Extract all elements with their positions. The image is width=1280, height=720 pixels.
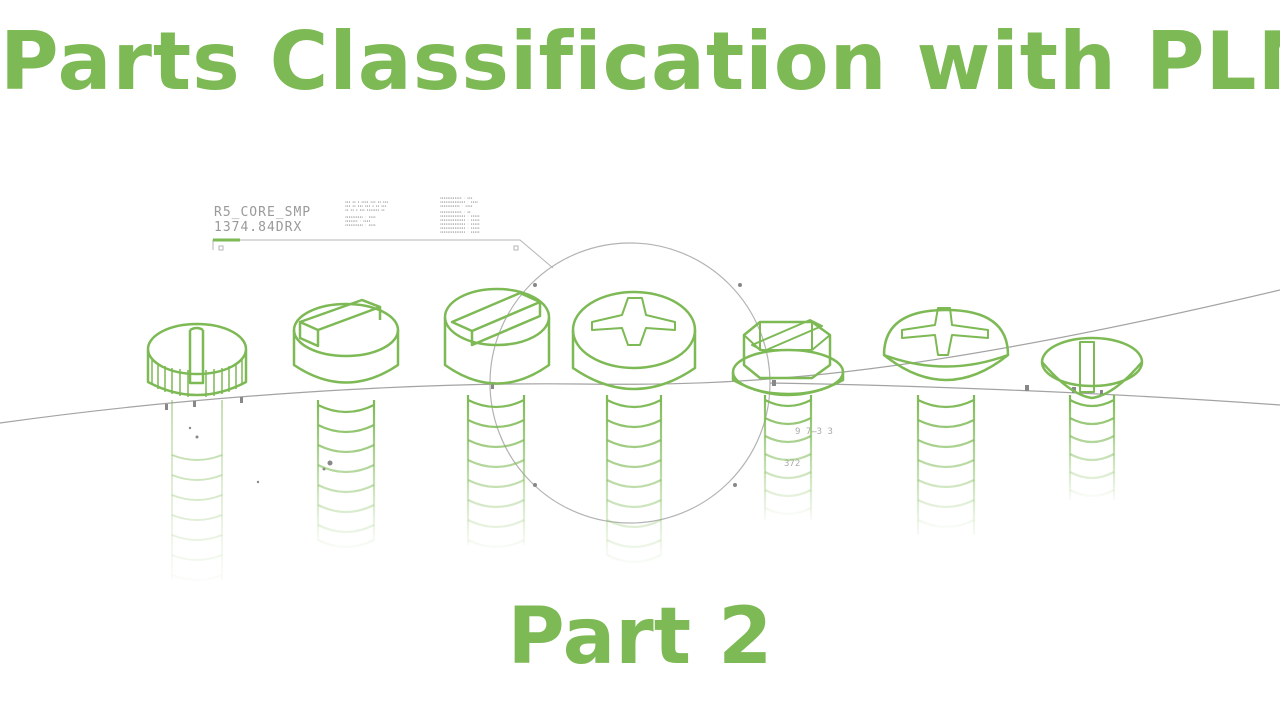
svg-text:▮▮▮ ▮▮ ▮▮▮ ▮▮▮ ▮ ▮▮ ▮▮▮: ▮▮▮ ▮▮ ▮▮▮ ▮▮▮ ▮ ▮▮ ▮▮▮ (345, 204, 387, 208)
svg-text:▮▮▮▮▮▮▮▮▮▮▮▮▮▮ : ▮▮▮▮: ▮▮▮▮▮▮▮▮▮▮▮▮▮▮ : ▮▮▮▮ (440, 200, 478, 204)
svg-text:▮▮▮▮▮▮▮▮▮▮▮▮▮▮ : ▮▮▮▮▮: ▮▮▮▮▮▮▮▮▮▮▮▮▮▮ : ▮▮▮▮▮ (440, 230, 480, 234)
slotted-countersunk-screw-icon (1040, 336, 1144, 500)
hud-code-line-1: R5_CORE_SMP (214, 205, 312, 220)
svg-text:▮▮▮▮▮▮▮▮▮▮▮▮▮▮ : ▮▮▮▮▮: ▮▮▮▮▮▮▮▮▮▮▮▮▮▮ : ▮▮▮▮▮ (440, 222, 480, 226)
svg-text:▮▮▮▮▮▮▮▮▮▮▮▮ : ▮▮: ▮▮▮▮▮▮▮▮▮▮▮▮ : ▮▮ (440, 210, 471, 214)
hud-callout (212, 238, 554, 269)
phillips-pan-screw-icon (571, 290, 697, 564)
focus-circle (489, 242, 771, 524)
svg-text:▮▮ ▮▮ ▮ ▮▮▮ ▮▮▮▮▮▮▮ ▮▮: ▮▮ ▮▮ ▮ ▮▮▮ ▮▮▮▮▮▮▮ ▮▮ (345, 208, 385, 212)
svg-text:▮▮▮▮▮▮▮ : ▮▮▮▮: ▮▮▮▮▮▮▮ : ▮▮▮▮ (345, 219, 370, 223)
svg-text:▮▮▮▮▮▮▮▮▮▮ : ▮▮▮▮: ▮▮▮▮▮▮▮▮▮▮ : ▮▮▮▮ (345, 215, 376, 219)
slotted-pan-screw-icon (292, 298, 400, 549)
hud-data-block: ▮▮▮ ▮▮ ▮ ▮▮▮▮ ▮▮▮ ▮▮ ▮▮▮ ▮▮▮ ▮▮ ▮▮▮ ▮▮▮ … (345, 196, 480, 234)
part-number-label: Part 2 (507, 592, 773, 682)
svg-text:▮▮▮▮▮▮▮▮▮▮▮ : ▮▮▮▮: ▮▮▮▮▮▮▮▮▮▮▮ : ▮▮▮▮ (440, 204, 473, 208)
knurled-slotted-screw-icon (146, 322, 248, 581)
readout-a: 9 7̶3 3 (795, 427, 833, 437)
slotted-hex-washer-screw-icon (731, 319, 845, 520)
svg-text:▮▮▮▮▮▮▮▮▮▮ : ▮▮▮▮: ▮▮▮▮▮▮▮▮▮▮ : ▮▮▮▮ (345, 223, 376, 227)
slotted-cheese-head-screw-icon (443, 287, 551, 549)
svg-text:▮▮▮▮▮▮▮▮▮▮▮▮▮▮ : ▮▮▮▮▮: ▮▮▮▮▮▮▮▮▮▮▮▮▮▮ : ▮▮▮▮▮ (440, 214, 480, 218)
hud-code-line-2: 1374.84DRX (214, 220, 303, 235)
phillips-dome-screw-icon (882, 307, 1010, 535)
hud-code-label: R5_CORE_SMP 1374.84DRX (214, 205, 311, 235)
svg-text:▮▮▮▮▮▮▮▮▮▮▮▮▮▮ : ▮▮▮▮▮: ▮▮▮▮▮▮▮▮▮▮▮▮▮▮ : ▮▮▮▮▮ (440, 226, 480, 230)
readout-b: 372 (784, 459, 800, 469)
svg-text:▮▮▮ ▮▮ ▮ ▮▮▮▮ ▮▮▮ ▮▮ ▮▮▮: ▮▮▮ ▮▮ ▮ ▮▮▮▮ ▮▮▮ ▮▮ ▮▮▮ (345, 200, 389, 204)
svg-text:▮▮▮▮▮▮▮▮▮▮▮▮▮▮ : ▮▮▮▮▮: ▮▮▮▮▮▮▮▮▮▮▮▮▮▮ : ▮▮▮▮▮ (440, 218, 480, 222)
svg-text:▮▮▮▮▮▮▮▮▮▮▮▮ : ▮▮▮: ▮▮▮▮▮▮▮▮▮▮▮▮ : ▮▮▮ (440, 196, 473, 200)
page-title: Parts Classification with PLM (0, 15, 1280, 108)
guide-curves (0, 289, 1280, 484)
